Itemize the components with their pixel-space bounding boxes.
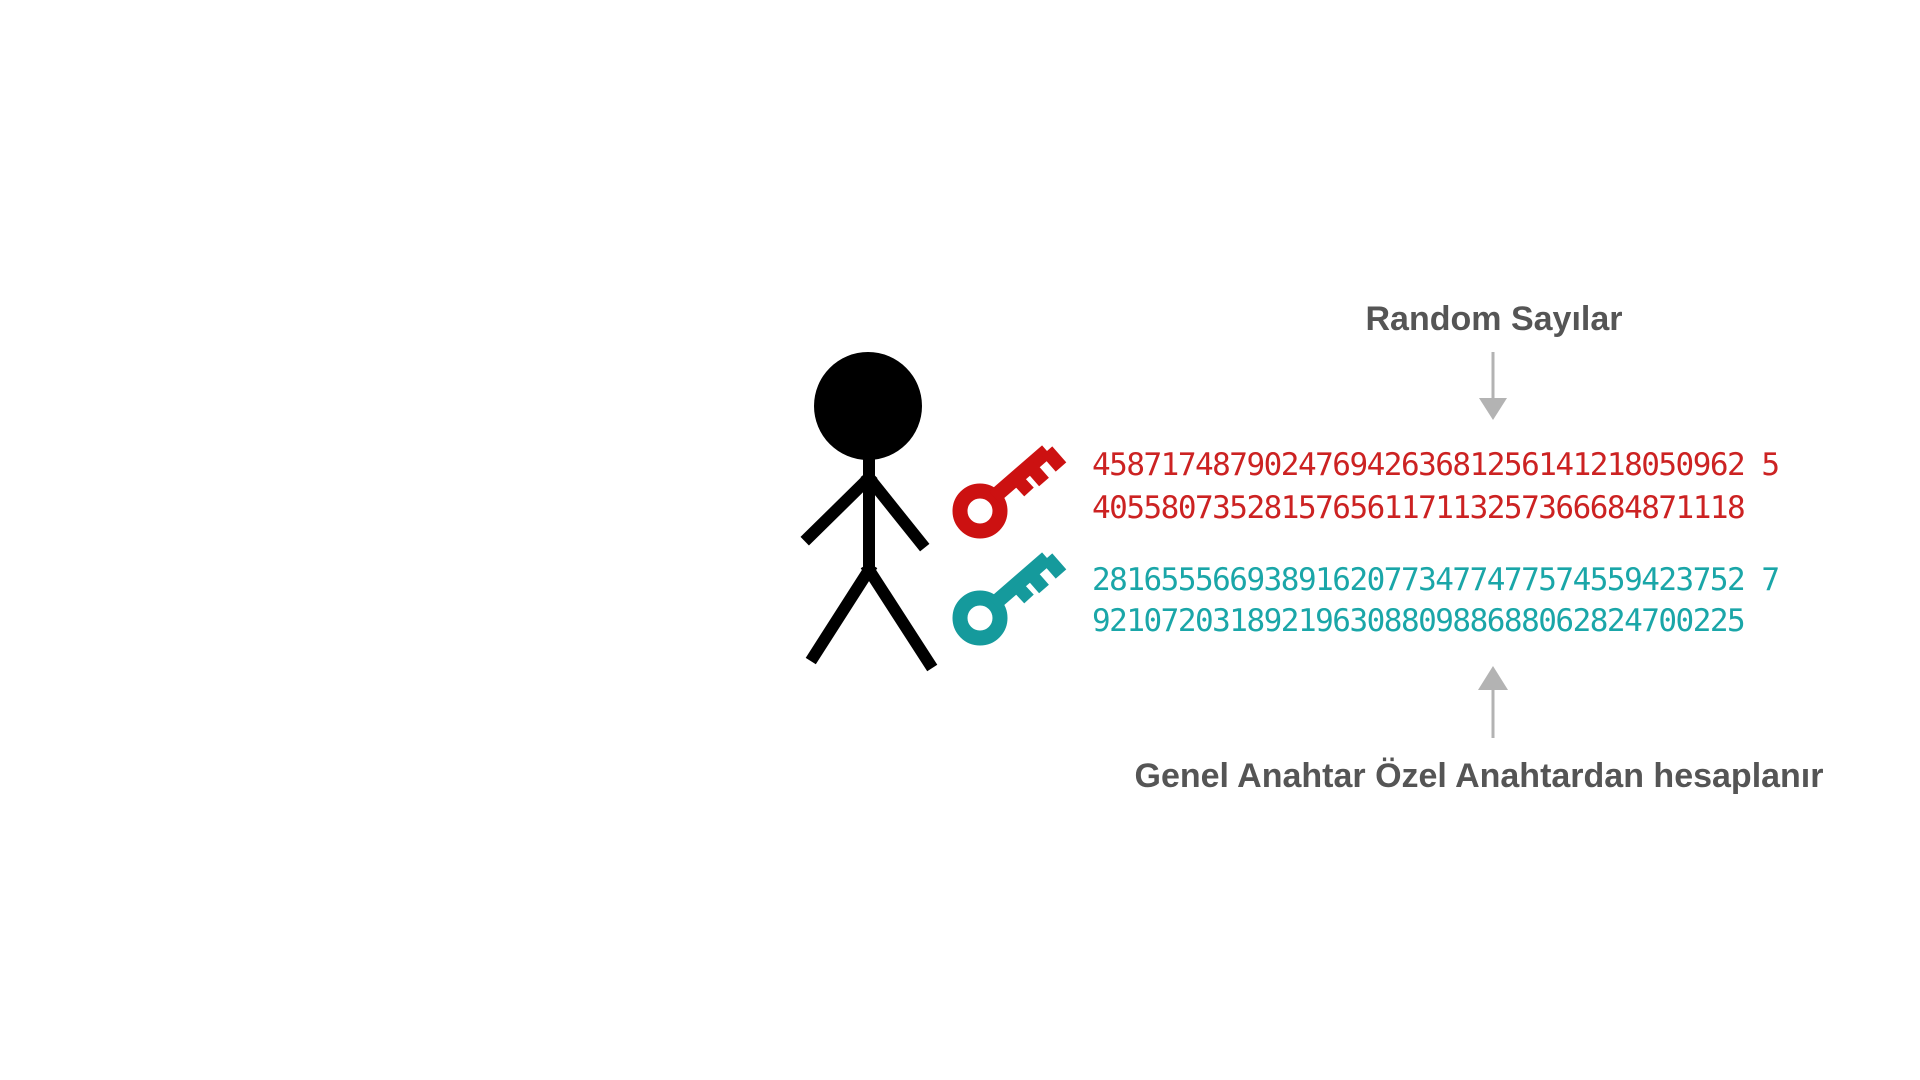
down-arrow-icon <box>1479 352 1507 420</box>
person-right-arm <box>860 469 930 552</box>
random-numbers-label: Random Sayılar <box>1365 300 1623 338</box>
person-left-arm <box>800 469 878 546</box>
person-head <box>814 352 922 460</box>
public-key-line-2: 92107203189219630880988688062824700225 <box>1092 603 1746 639</box>
public-key-line-1: 28165556693891620773477477574559423752 7 <box>1092 562 1780 598</box>
public-key-derivation-label: Genel Anahtar Özel Anahtardan hesaplanır <box>1134 757 1824 795</box>
person-left-leg <box>805 561 878 665</box>
red-key-icon <box>952 445 1067 539</box>
stick-figure-person <box>800 352 938 672</box>
private-key-line-2: 40558073528157656117113257366684871118 <box>1092 490 1746 526</box>
up-arrow-icon <box>1478 666 1508 738</box>
teal-key-icon <box>952 552 1067 646</box>
person-right-leg <box>860 561 938 672</box>
private-key-line-1: 45871748790247694263681256141218050962 5 <box>1092 447 1780 483</box>
